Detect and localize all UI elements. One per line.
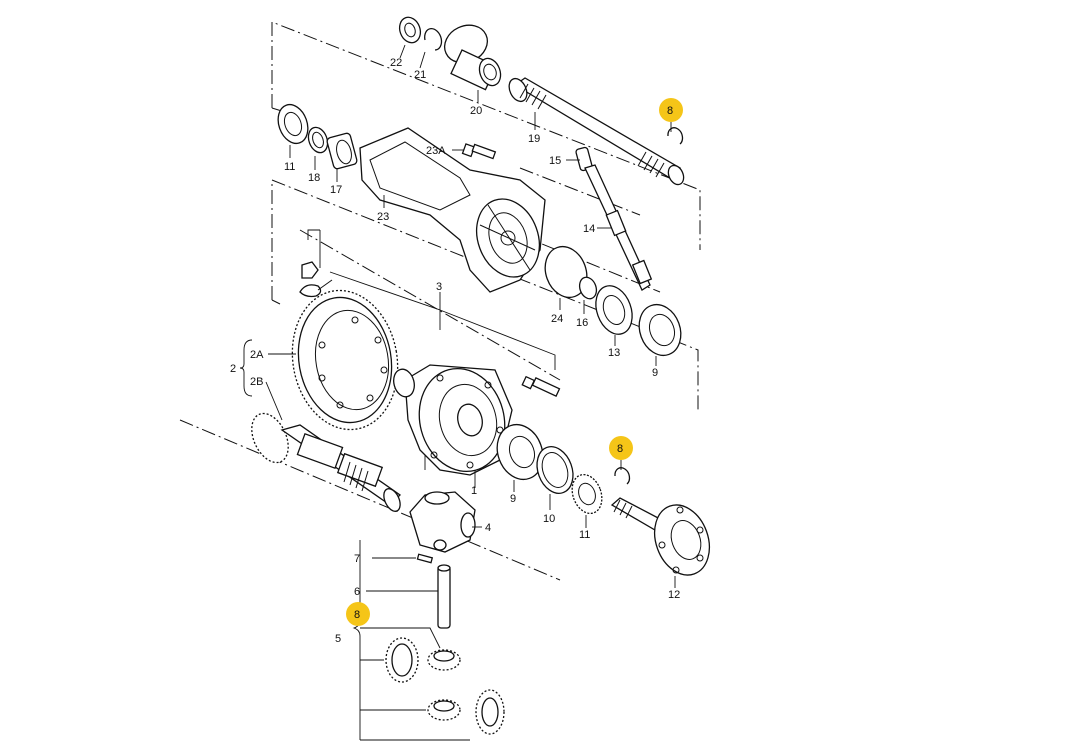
label-7: 7 — [354, 553, 360, 565]
label-2: 2 — [230, 363, 236, 375]
part-8-washer-lower — [360, 627, 441, 649]
label-2b: 2B — [250, 376, 263, 388]
callout-labels: 22 21 20 19 8 11 18 17 23A 23 15 14 3 24… — [230, 57, 680, 645]
part-6-shaft — [366, 564, 451, 629]
label-23a: 23A — [426, 145, 446, 157]
label-20: 20 — [470, 105, 482, 117]
part-23-housing — [359, 127, 546, 293]
label-21: 21 — [414, 69, 426, 81]
label-9-upper: 9 — [652, 367, 658, 379]
label-8-lower[interactable]: 8 — [354, 609, 360, 621]
part-11-bearing-upper — [277, 103, 309, 158]
label-11-upper: 11 — [284, 161, 295, 173]
label-11-lower: 11 — [579, 529, 590, 541]
label-17: 17 — [330, 184, 342, 196]
label-10: 10 — [543, 513, 555, 525]
label-6: 6 — [354, 586, 360, 598]
label-14: 14 — [583, 223, 595, 235]
part-13-synchro-ring — [595, 285, 633, 346]
label-1: 1 — [471, 485, 477, 497]
part-2-bracket — [239, 339, 253, 397]
label-22: 22 — [390, 57, 402, 69]
part-16-ring — [578, 276, 598, 314]
part-9-bearing-lower — [496, 423, 544, 492]
label-5: 5 — [335, 633, 341, 645]
part-2b-pinion-shaft — [251, 381, 402, 512]
part-4-spider-block — [409, 491, 482, 553]
part-22-cap — [398, 16, 422, 59]
part-19-drive-shaft — [508, 77, 685, 186]
label-13: 13 — [608, 347, 620, 359]
part-7-pin — [372, 553, 434, 564]
label-8-top[interactable]: 8 — [667, 105, 673, 117]
part-5-differential-gears — [352, 540, 505, 741]
label-23: 23 — [377, 211, 389, 223]
highlight-markers — [346, 98, 683, 626]
part-12-output-flange — [610, 497, 711, 588]
part-10-ring — [536, 446, 574, 510]
part-8-circlip-middle — [614, 460, 631, 485]
highlight-circle-8-middle[interactable] — [609, 436, 633, 460]
part-24-circlip — [544, 245, 588, 310]
highlight-circle-8-top[interactable] — [659, 98, 683, 122]
housing-bolt — [521, 375, 561, 397]
part-9-bearing-upper — [638, 303, 682, 366]
part-20-flange — [444, 24, 502, 102]
label-19: 19 — [528, 133, 540, 145]
label-18: 18 — [308, 172, 320, 184]
label-2a: 2A — [250, 349, 264, 361]
label-12: 12 — [668, 589, 680, 601]
part-8-circlip-top — [667, 122, 684, 145]
part-15-14-selector-shaft — [566, 146, 653, 291]
part-3-bolt-set — [299, 229, 556, 370]
label-15: 15 — [549, 155, 561, 167]
part-23a-bolt — [452, 143, 497, 160]
part-18-ring — [307, 126, 329, 170]
label-3: 3 — [436, 281, 442, 293]
part-2a-ring-gear — [268, 289, 399, 431]
label-8-middle[interactable]: 8 — [617, 443, 623, 455]
label-9-lower: 9 — [510, 493, 516, 505]
label-16: 16 — [576, 317, 588, 329]
part-1-differential-housing — [393, 364, 513, 488]
part-17-needle-bearing — [326, 132, 358, 182]
part-11-bearing-lower — [571, 473, 603, 528]
label-4: 4 — [485, 522, 491, 534]
part-21-circlip — [419, 28, 443, 69]
highlight-circle-8-lower[interactable] — [346, 602, 370, 626]
label-24: 24 — [551, 313, 563, 325]
